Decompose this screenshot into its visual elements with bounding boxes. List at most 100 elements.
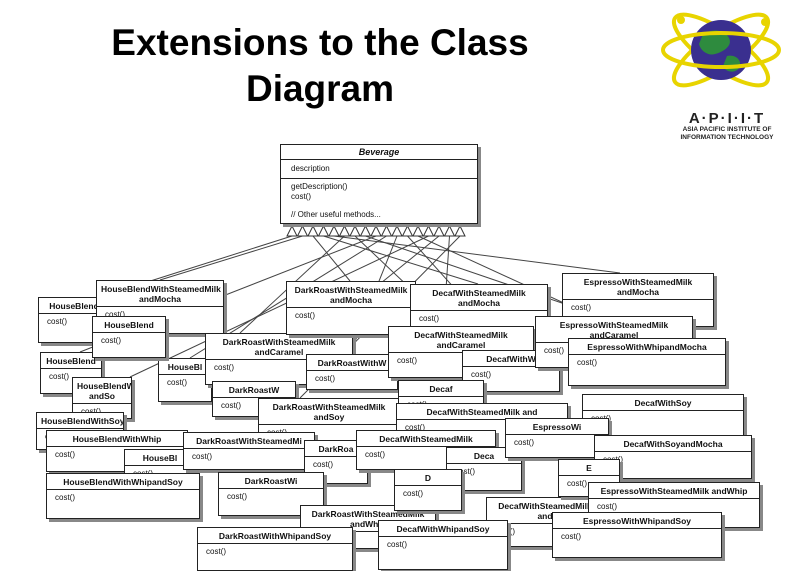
subclass-name: DarkRoa — [305, 441, 367, 457]
subclass-method: cost() — [567, 479, 587, 488]
inheritance-arrow-icon — [296, 224, 309, 237]
subclass-method: cost() — [315, 374, 335, 383]
subclass-box[interactable]: DarkRoastWithWhipandSoy cost() — [197, 527, 353, 571]
subclass-name: EspressoWithSteamedMilk andWhip — [589, 483, 759, 499]
subclass-method: cost() — [455, 467, 475, 476]
subclass-name: HouseBl — [125, 450, 195, 466]
inheritance-arrow-icon — [328, 224, 340, 237]
inheritance-line — [159, 235, 303, 281]
subclass-method: cost() — [206, 547, 226, 556]
inheritance-arrow-icon — [454, 224, 466, 237]
subclass-name: DarkRoastWithSteamedMilk andSoy — [259, 399, 399, 425]
subclass-box[interactable]: HouseBlend cost() — [92, 316, 166, 358]
beverage-class-name: Beverage — [281, 145, 477, 160]
subclass-method: cost() — [544, 346, 564, 355]
inheritance-line — [365, 235, 601, 317]
beverage-methods: getDescription() cost() // Other useful … — [281, 179, 477, 223]
logo-subtitle: ASIA PACIFIC INSTITUTE OF INFORMATION TE… — [664, 126, 790, 141]
subclass-method: cost() — [365, 450, 385, 459]
subclass-method: cost() — [47, 317, 67, 326]
inheritance-arrow-icon — [412, 224, 424, 237]
inheritance-arrow-icon — [401, 224, 414, 237]
subclass-name: DarkRoastWithSteamedMilk andWhip — [301, 506, 435, 532]
subclass-box[interactable]: DarkRoastWithSteamedMi cost() — [183, 432, 315, 470]
subclass-method: cost() — [295, 311, 315, 320]
subclass-box[interactable]: EspressoWithWhipandMocha cost() — [568, 338, 726, 386]
inheritance-arrow-icon — [380, 224, 393, 237]
subclass-method: cost() — [397, 356, 417, 365]
apiit-logo-icon — [661, 12, 781, 88]
subclass-name: DecafWithSteamedMilk — [357, 431, 495, 447]
subclass-name: HouseBl — [159, 359, 211, 375]
subclass-name: DarkRoastW — [213, 382, 295, 398]
subclass-box[interactable]: DarkRoastWithW cost() — [306, 354, 398, 390]
inheritance-arrow-icon — [443, 224, 456, 237]
subclass-box[interactable]: EspressoWi cost() — [505, 418, 609, 458]
subclass-name: DarkRoastWi — [219, 473, 323, 489]
subclass-box[interactable]: EspressoWithWhipandSoy cost() — [552, 512, 722, 558]
subclass-name: DarkRoastWithSteamedMilk andCaramel — [206, 334, 352, 360]
inheritance-arrow-icon — [359, 224, 372, 237]
subclass-method: cost() — [313, 460, 333, 469]
subclass-method: cost() — [192, 452, 212, 461]
inheritance-line — [312, 235, 351, 282]
subclass-method: cost() — [597, 502, 617, 511]
subclass-name: EspressoWithWhipandMocha — [569, 339, 725, 355]
subclass-name: HouseBlendWithWhip — [47, 431, 187, 447]
subclass-method: cost() — [403, 489, 423, 498]
subclass-box[interactable]: DecafWithSteamedMilk andCaramel cost() — [388, 326, 534, 378]
subclass-method: cost() — [571, 303, 591, 312]
subclass-method: cost() — [73, 404, 131, 419]
beverage-attribute: description — [281, 160, 477, 179]
subclass-name: HouseBlend — [41, 353, 101, 369]
subclass-name: DarkRoastWithSteamedMi — [184, 433, 314, 449]
subclass-method: cost() — [105, 310, 125, 319]
slide-title-line1: Extensions to the Class — [111, 22, 529, 63]
beverage-method: // Other useful methods... — [291, 210, 381, 219]
subclass-method: cost() — [405, 423, 425, 432]
subclass-name: DarkRoastWithSteamedMilk andMocha — [287, 282, 415, 308]
inheritance-arrow-icon — [349, 224, 361, 237]
subclass-name: HouseBlendWithSoy — [37, 413, 123, 429]
subclass-box[interactable]: HouseBl cost() — [158, 358, 212, 402]
inheritance-line — [129, 235, 429, 378]
subclass-method: cost() — [227, 492, 247, 501]
beverage-method: cost() — [291, 192, 311, 201]
subclass-method: cost() — [514, 438, 534, 447]
beverage-class-box[interactable]: Beverage description getDescription() co… — [280, 144, 478, 224]
subclass-name: EspressoWi — [506, 419, 608, 435]
subclass-name: DarkRoastWithWhipandSoy — [198, 528, 352, 544]
subclass-name: DecafWithSteamedMilk and — [487, 498, 603, 524]
subclass-name: Decaf — [399, 381, 483, 397]
subclass-box[interactable]: DecafWithSoycost() — [582, 394, 744, 436]
subclass-method: cost() — [561, 532, 581, 541]
inheritance-arrow-icon — [422, 224, 435, 237]
subclass-name: EspressoWithWhipandSoy — [553, 513, 721, 529]
inheritance-arrow-icon — [286, 224, 298, 237]
inheritance-arrow-icon — [433, 224, 445, 237]
subclass-method: cost() — [101, 336, 121, 345]
inheritance-arrow-icon — [391, 224, 403, 237]
subclass-method: cost() — [387, 540, 407, 549]
subclass-name: DecafWithSteamedMilk and — [397, 404, 567, 420]
subclass-name: HouseBlend — [93, 317, 165, 333]
inheritance-line — [333, 235, 621, 274]
subclass-box[interactable]: DecafWithWhipandSoy cost() — [378, 520, 508, 570]
subclass-name: HouseBlend — [39, 298, 109, 314]
subclass-name: EspressoWithSteamedMilk andMocha — [563, 274, 713, 300]
subclass-name: DarkRoastWithW — [307, 355, 397, 371]
subclass-name: DecafWithWhipandSoy — [379, 521, 507, 537]
subclass-method: cost() — [167, 378, 187, 387]
subclass-name: DecafWithW — [463, 351, 559, 367]
subclass-method: cost() — [577, 358, 597, 367]
subclass-name: D — [395, 470, 461, 486]
subclass-method: cost() — [55, 493, 75, 502]
inheritance-line — [323, 235, 479, 285]
subclass-name: DecafWithSteamedMilk andCaramel — [389, 327, 533, 353]
subclass-method: cost() — [419, 314, 439, 323]
subclass-name: HouseBlendWith andSo — [73, 378, 131, 404]
subclass-name: HouseBlendWithSteamedMilk andMocha — [97, 281, 223, 307]
subclass-name: E — [559, 460, 619, 476]
